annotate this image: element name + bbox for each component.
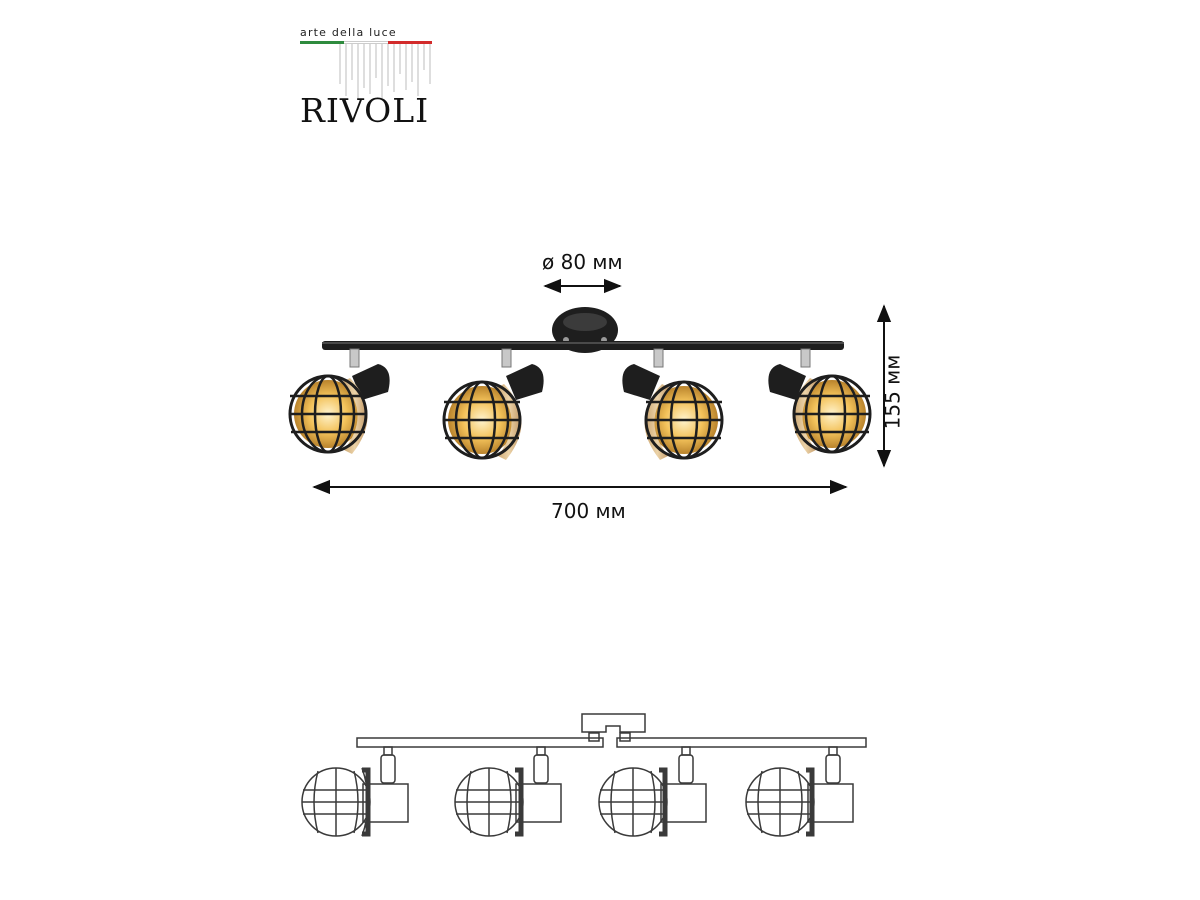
swivel-joint [800, 348, 811, 368]
swivel-joint [653, 348, 664, 368]
mounting-bar-sheen [322, 342, 844, 344]
italian-flag-stripe [300, 41, 432, 44]
spotlight [288, 348, 390, 454]
line-spotlight [301, 746, 409, 837]
brand-logo: arte della luce RIVOLI [300, 26, 432, 127]
line-spotlight [745, 746, 854, 837]
canopy-highlight [563, 313, 607, 331]
flag-green [300, 41, 344, 44]
swivel-joint [349, 348, 360, 368]
bar-clip [619, 732, 631, 742]
spotlight [442, 348, 544, 460]
bar-clip [588, 732, 600, 742]
line-spotlight [598, 746, 707, 837]
logo-light-rays-icon [339, 44, 431, 100]
spot-head [352, 364, 390, 400]
canopy-outline [581, 713, 646, 733]
fixture-photo [288, 307, 872, 460]
bar-outline-left [356, 737, 604, 748]
bar-outline-right [616, 737, 867, 748]
width-label: 700 мм [551, 499, 626, 523]
flag-red [388, 41, 432, 44]
spotlight [622, 348, 724, 460]
spot-head [768, 364, 806, 400]
technical-drawing [301, 713, 867, 837]
flag-white [344, 41, 388, 44]
diameter-label: ø 80 мм [542, 250, 623, 274]
brand-tagline: arte della luce [300, 26, 397, 39]
swivel-joint [501, 348, 512, 368]
line-spotlight [454, 746, 562, 837]
brand-name: RIVOLI [300, 91, 430, 130]
spot-head [506, 364, 544, 400]
spotlight [768, 348, 872, 454]
spot-head [622, 364, 660, 400]
